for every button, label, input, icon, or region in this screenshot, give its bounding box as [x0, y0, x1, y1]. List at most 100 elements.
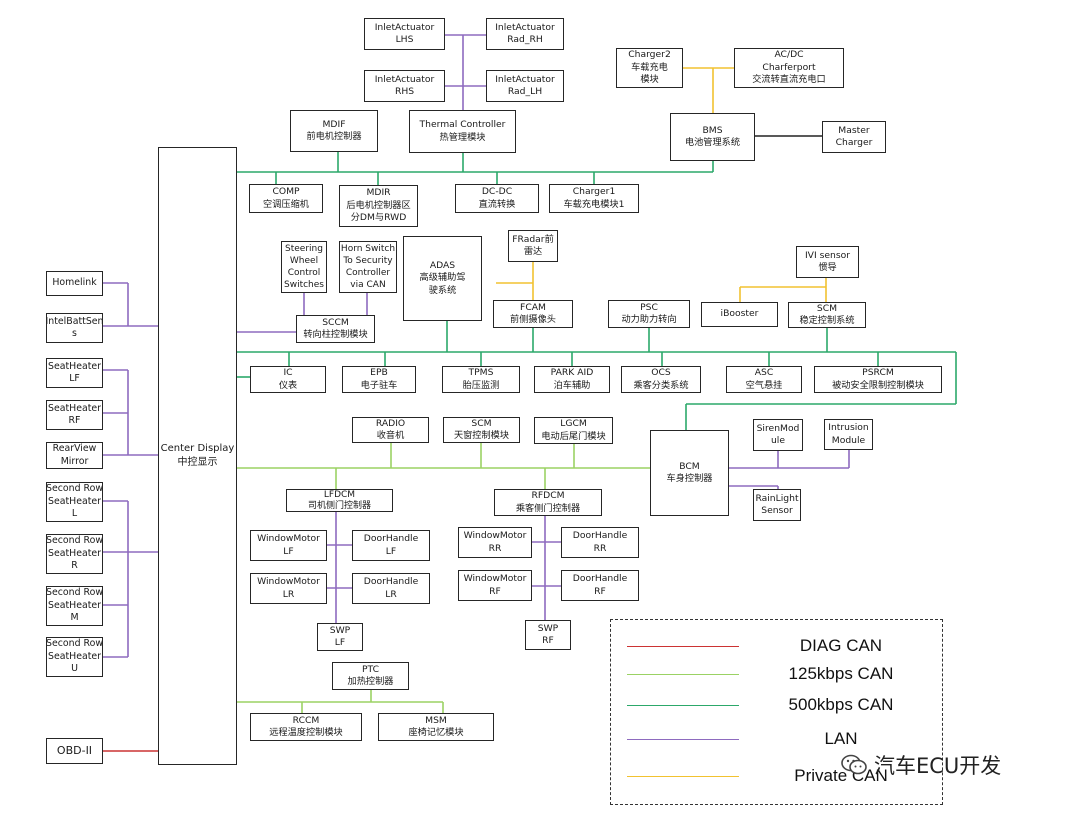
node-psrcm-line-1: PSRCM	[862, 367, 894, 378]
node-ic-line-1: IC	[283, 367, 293, 378]
node-inlet-rhs-line-1: InletActuator	[374, 73, 435, 85]
node-second-row-r-line-3: R	[71, 560, 78, 572]
node-scm-stab-line-2: 稳定控制系统	[799, 315, 855, 326]
node-asc-line-1: ASC	[754, 367, 774, 378]
node-inlet-rhs-line-2: RHS	[394, 86, 415, 97]
node-horn-switch-line-3: Controller	[345, 268, 391, 278]
node-inlet-rad-rh-line-2: Rad_RH	[507, 34, 543, 45]
node-ivi-sensor-line-1: IVI sensor	[804, 249, 851, 261]
node-second-row-l-line-2: SeatHeater	[48, 495, 101, 507]
node-inlet-rad-rh-line-1: InletActuator	[495, 21, 555, 33]
node-msm-line-2: 座椅记忆模块	[408, 727, 464, 738]
node-scm-sunroof-line-2: 天窗控制模块	[453, 430, 510, 441]
node-adas-line-1: ADAS	[429, 259, 456, 271]
node-rccm-line-1: RCCM	[292, 714, 320, 726]
node-charger1-line-1: Charger1	[572, 186, 616, 197]
legend-label-can125: 125kbps CAN	[788, 664, 894, 683]
node-doorhandle-lf-line-1: DoorHandle	[363, 533, 419, 544]
node-fcam-line-1: FCAM	[520, 301, 546, 313]
node-epb-line-1: EPB	[370, 367, 388, 378]
node-mdif-line-1: MDIF	[322, 118, 346, 130]
node-second-row-u-line-3: U	[71, 663, 78, 675]
legend-row-lan: LAN	[611, 728, 942, 750]
node-inlet-rad-lh-line-1: InletActuator	[495, 73, 555, 85]
node-ptc-line-1: PTC	[361, 663, 380, 675]
node-windowmotor-lr-line-2: LR	[282, 588, 295, 600]
node-swp-lf-line-1: SWP	[329, 624, 351, 636]
node-master-charger-line-2: Charger	[835, 137, 873, 148]
node-charger2-line-3: 模块	[640, 74, 659, 86]
legend-row-diag: DIAG CAN	[611, 635, 942, 657]
legend: DIAG CAN 125kbps CAN 500kbps CAN LAN Pri…	[610, 619, 943, 805]
node-tpms-line-1: TPMS	[468, 367, 494, 378]
node-doorhandle-rf-line-1: DoorHandle	[572, 573, 628, 584]
node-siren-line-2: ule	[770, 435, 786, 446]
node-center-display-line-2: 中控显示	[177, 457, 218, 468]
node-charger2-line-1: Charger2	[628, 49, 671, 61]
node-rccm-line-2: 远程温度控制模块	[269, 727, 343, 738]
node-dcdc-line-1: DC-DC	[481, 186, 513, 197]
node-doorhandle-lr-line-1: DoorHandle	[363, 576, 419, 587]
node-windowmotor-rf-line-2: RF	[489, 585, 501, 597]
node-homelink: Homelink	[46, 271, 103, 296]
can125-bus	[237, 443, 650, 713]
node-siren-line-1: SirenMod	[756, 422, 800, 434]
node-scm-sunroof-line-1: SCM	[471, 417, 492, 429]
node-ibooster-line-1: iBooster	[720, 308, 759, 320]
wechat-logo-icon	[841, 754, 867, 775]
node-lgcm-line-1: LGCM	[560, 418, 587, 429]
node-thermal-line-1: Thermal Controller	[419, 119, 506, 130]
node-comp-line-2: 空调压缩机	[263, 198, 309, 210]
watermark-text: 汽车ECU开发	[874, 754, 1002, 778]
node-windowmotor-rr-line-2: RR	[488, 542, 502, 554]
node-psrcm-line-2: 被动安全限制控制模块	[832, 379, 924, 391]
node-windowmotor-rr-line-1: WindowMotor	[463, 530, 527, 541]
node-rfdcm-line-1: RFDCM	[531, 490, 565, 501]
node-seatheater-rf-line-2: RF	[68, 415, 81, 426]
node-second-row-l-line-3: L	[71, 508, 78, 520]
node-adas-line-2: 高级辅助驾	[419, 272, 466, 284]
node-fradar-line-1: FRadar前	[512, 233, 554, 245]
node-doorhandle-lr-line-2: LR	[385, 588, 397, 600]
private-can-bus	[496, 67, 827, 302]
node-dcdc-line-2: 直流转换	[478, 198, 516, 210]
node-inlet-lhs-line-1: InletActuator	[374, 21, 435, 33]
node-ivi-sensor-line-2: 惯导	[818, 262, 837, 273]
legend-swatch-lan	[627, 739, 739, 740]
node-mdir-line-1: MDIR	[366, 187, 391, 199]
node-second-row-m-line-2: SeatHeater	[48, 599, 101, 611]
watermark: 汽车ECU开发	[840, 750, 1001, 780]
node-ibooster: iBooster	[701, 302, 778, 327]
legend-label-can500: 500kbps CAN	[788, 695, 894, 714]
node-ocs-line-2: 乘客分类系统	[633, 379, 689, 391]
node-fradar: FRadar前雷达	[508, 230, 558, 262]
